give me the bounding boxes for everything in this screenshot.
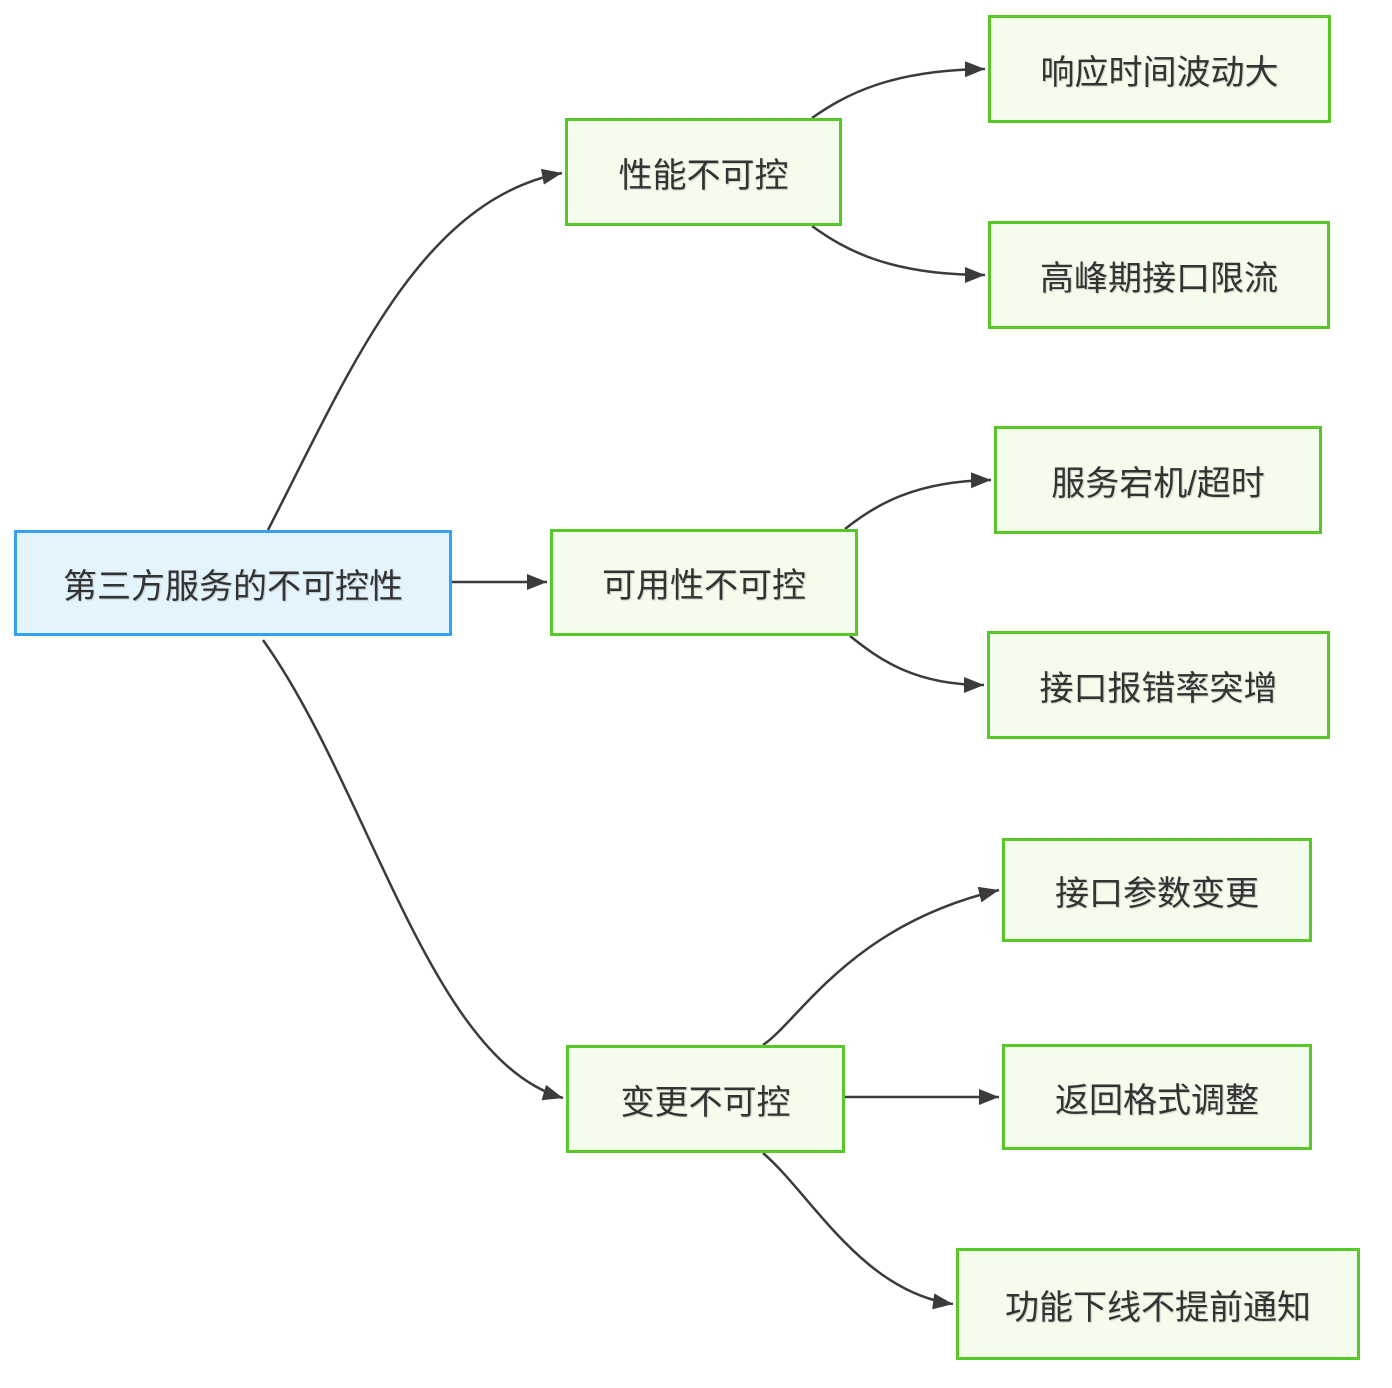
node-downtime[interactable]: 服务宕机/超时 (994, 426, 1322, 534)
edge-change-offline-notice (762, 1152, 954, 1310)
node-root-label: 第三方服务的不可控性 (63, 567, 403, 606)
node-error-rate-label: 接口报错率突增 (1039, 669, 1278, 708)
node-root[interactable]: 第三方服务的不可控性 (14, 530, 452, 636)
node-change[interactable]: 变更不可控 (566, 1045, 845, 1153)
node-change-label: 变更不可控 (620, 1083, 791, 1122)
edge-change-param-change (762, 886, 1000, 1047)
edge-performance-rate-limit (811, 224, 986, 283)
node-response-time[interactable]: 响应时间波动大 (988, 15, 1331, 123)
node-param-change[interactable]: 接口参数变更 (1002, 838, 1312, 942)
node-param-change-label: 接口参数变更 (1055, 874, 1259, 913)
node-format-change-label: 返回格式调整 (1055, 1081, 1259, 1120)
node-performance[interactable]: 性能不可控 (565, 118, 842, 226)
edge-availability-downtime (844, 472, 992, 530)
edge-performance-response-time (811, 61, 986, 120)
node-format-change[interactable]: 返回格式调整 (1002, 1044, 1312, 1150)
node-performance-label: 性能不可控 (618, 156, 789, 195)
node-error-rate[interactable]: 接口报错率突增 (987, 631, 1330, 739)
node-availability[interactable]: 可用性不可控 (550, 529, 858, 636)
edge-root-change (261, 639, 564, 1101)
node-rate-limit-label: 高峰期接口限流 (1040, 259, 1278, 298)
node-response-time-label: 响应时间波动大 (1040, 53, 1279, 92)
node-availability-label: 可用性不可控 (602, 567, 806, 605)
node-downtime-label: 服务宕机/超时 (1051, 464, 1265, 503)
node-rate-limit[interactable]: 高峰期接口限流 (988, 221, 1330, 329)
node-offline-notice[interactable]: 功能下线不提前通知 (956, 1248, 1360, 1360)
node-offline-notice-label: 功能下线不提前通知 (1005, 1288, 1311, 1327)
edge-availability-error-rate (849, 635, 985, 693)
edge-root-performance (266, 168, 563, 531)
